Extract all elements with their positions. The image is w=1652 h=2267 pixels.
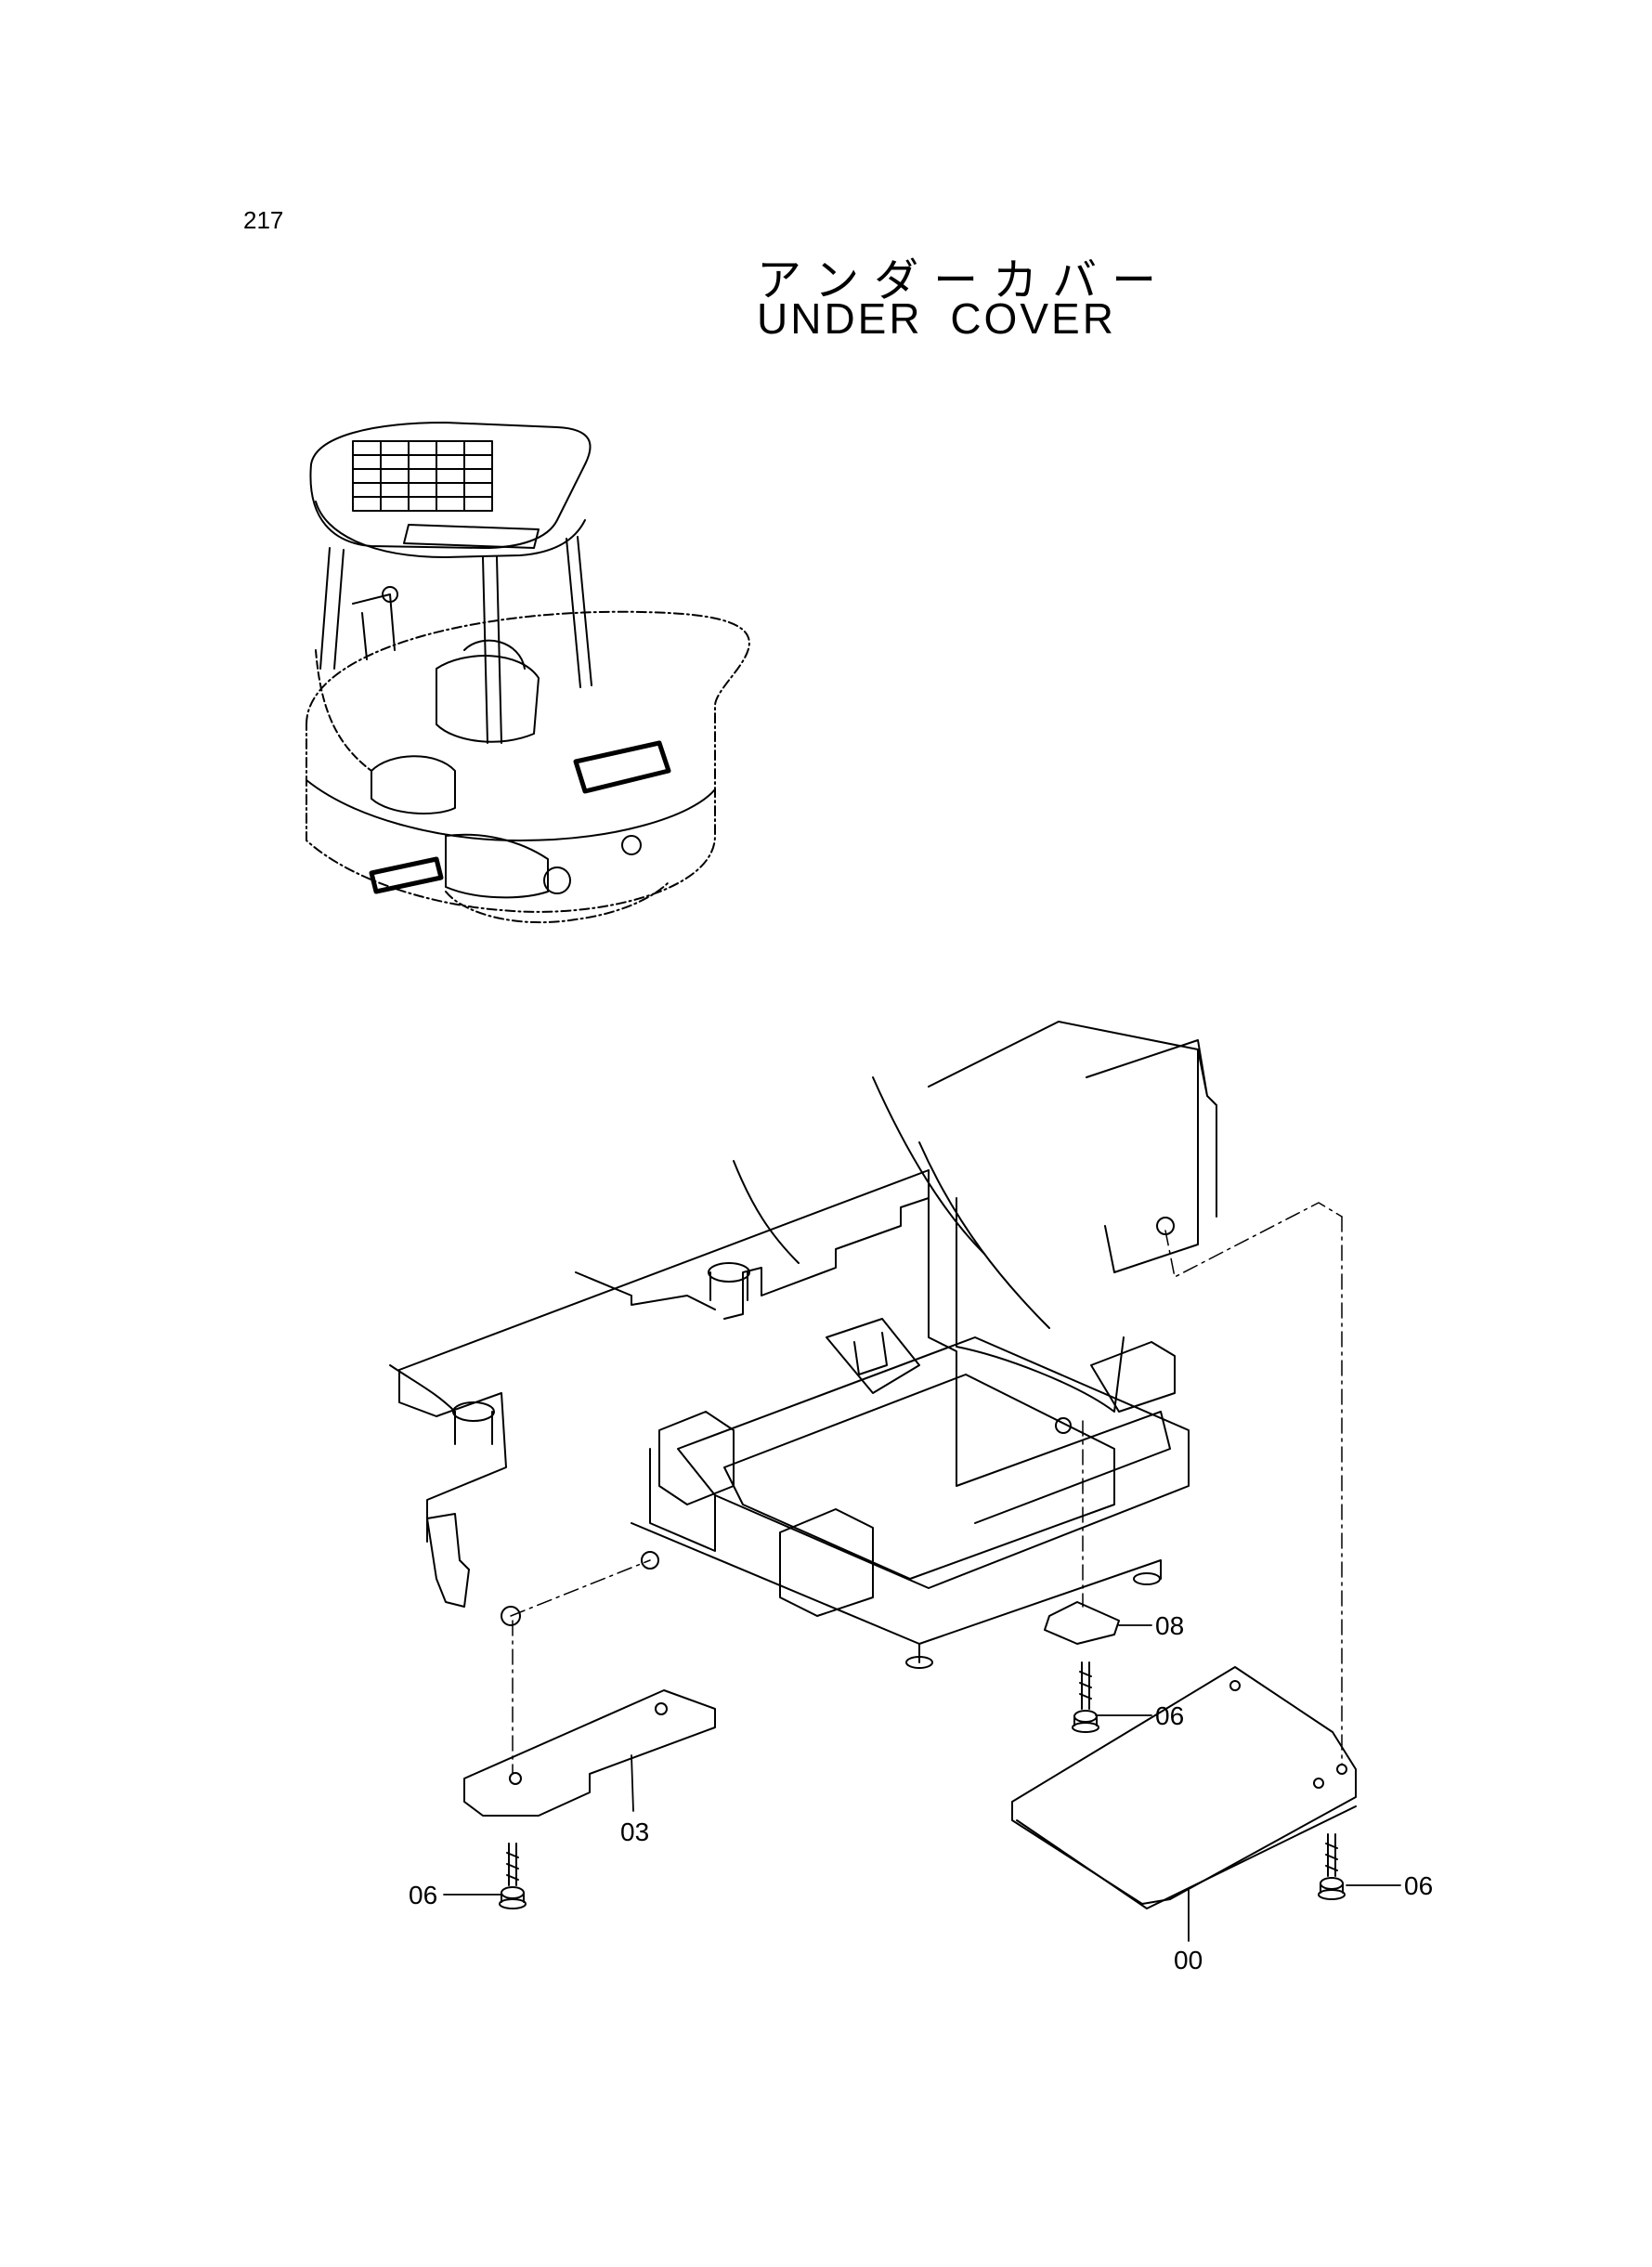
page-number: 217	[243, 206, 284, 234]
canopy-post-right	[566, 536, 592, 688]
light-right	[621, 835, 642, 855]
under-frame-assembly	[389, 1021, 1217, 1669]
mount-nut-left	[501, 1606, 521, 1626]
housing-foot-1	[905, 1656, 933, 1669]
housing-block-left	[658, 1411, 735, 1505]
frame-left-top-edge	[398, 1369, 507, 1543]
canopy-grille-lines	[352, 440, 493, 512]
canopy-post-front	[482, 556, 502, 744]
housing-wall-front	[649, 1448, 716, 1552]
mount-nut-right	[1055, 1417, 1072, 1434]
frame-diag-line	[872, 1076, 985, 1255]
frame-right-section	[928, 1021, 1199, 1273]
alignment-lines	[510, 1202, 1343, 1775]
post-left	[454, 1411, 493, 1445]
frame-tall-wall	[956, 1197, 1125, 1413]
post-center-cap	[708, 1262, 750, 1283]
mount-nut-center	[641, 1551, 659, 1570]
cover-plate-00-hole-3	[1229, 1680, 1241, 1691]
title-japanese: アンダーカバー	[757, 254, 1172, 306]
canopy-roof	[309, 422, 592, 549]
frame-back-edge	[918, 1141, 1050, 1329]
guide-top-right	[1164, 1202, 1343, 1278]
title-english: UNDER COVER	[757, 294, 1116, 343]
hose-line	[315, 649, 372, 772]
boom-bracket	[371, 755, 456, 814]
machine-body-outline	[306, 610, 750, 913]
frame-zigzag	[575, 1271, 716, 1310]
light-left	[543, 866, 571, 894]
control-lever-left	[352, 593, 396, 660]
canopy-roof-edge	[315, 501, 586, 558]
machine-skirt	[445, 881, 670, 924]
machine-body-rim	[306, 779, 716, 841]
callout-00: 00	[1174, 1946, 1203, 1974]
canopy-post-left	[319, 547, 345, 670]
callout-06-right: 06	[1404, 1871, 1433, 1900]
housing-inner	[723, 1374, 1115, 1580]
post-left-cap	[452, 1401, 495, 1422]
callout-03: 03	[620, 1818, 649, 1846]
bracket-left	[426, 1513, 470, 1608]
cover-plate-00	[1011, 1666, 1357, 1905]
housing-base	[631, 1522, 1162, 1663]
housing-block-mid	[779, 1508, 874, 1617]
clip-08	[1044, 1601, 1120, 1645]
machine-overview-illustration	[306, 422, 750, 924]
bolt-06-right	[1318, 1833, 1346, 1900]
cover-plate-03	[463, 1689, 716, 1817]
bolt-06-left	[499, 1843, 527, 1909]
bolt-06-center	[1072, 1661, 1099, 1733]
floor-grating	[573, 740, 671, 794]
cover-plate-00-edge	[1016, 1805, 1357, 1909]
side-tab-right	[1090, 1341, 1176, 1413]
frame-right-upper	[1086, 1039, 1217, 1218]
callout-06-center: 06	[1155, 1701, 1184, 1730]
frame-diag-line-2	[733, 1160, 800, 1264]
seat-back	[463, 639, 526, 670]
canopy-grille	[352, 440, 493, 512]
mount-nut-top	[1156, 1217, 1175, 1235]
frame-left-rail	[398, 1169, 1171, 1524]
frame-center-wall	[723, 1197, 930, 1320]
canopy-handle	[403, 524, 540, 549]
cover-plate-03-hole-1	[509, 1772, 522, 1785]
cover-plate-00-hole-2	[1336, 1764, 1347, 1775]
floor-grating-left	[369, 856, 444, 894]
rail-left-extension	[389, 1364, 456, 1413]
callout-leaders	[443, 1624, 1401, 1942]
floor-slot	[826, 1318, 920, 1394]
operator-seat	[436, 655, 540, 743]
lever-knob	[382, 586, 398, 603]
cover-plate-00-hole-1	[1313, 1778, 1324, 1789]
front-bumper	[445, 833, 549, 899]
guide-left-mount	[510, 1559, 651, 1617]
housing-foot-2	[1133, 1572, 1161, 1585]
housing-box	[677, 1336, 1190, 1589]
callout-06-left: 06	[409, 1881, 437, 1909]
callout-08: 08	[1155, 1611, 1184, 1640]
leader-03	[631, 1754, 634, 1812]
cover-plate-03-hole-2	[655, 1702, 668, 1715]
